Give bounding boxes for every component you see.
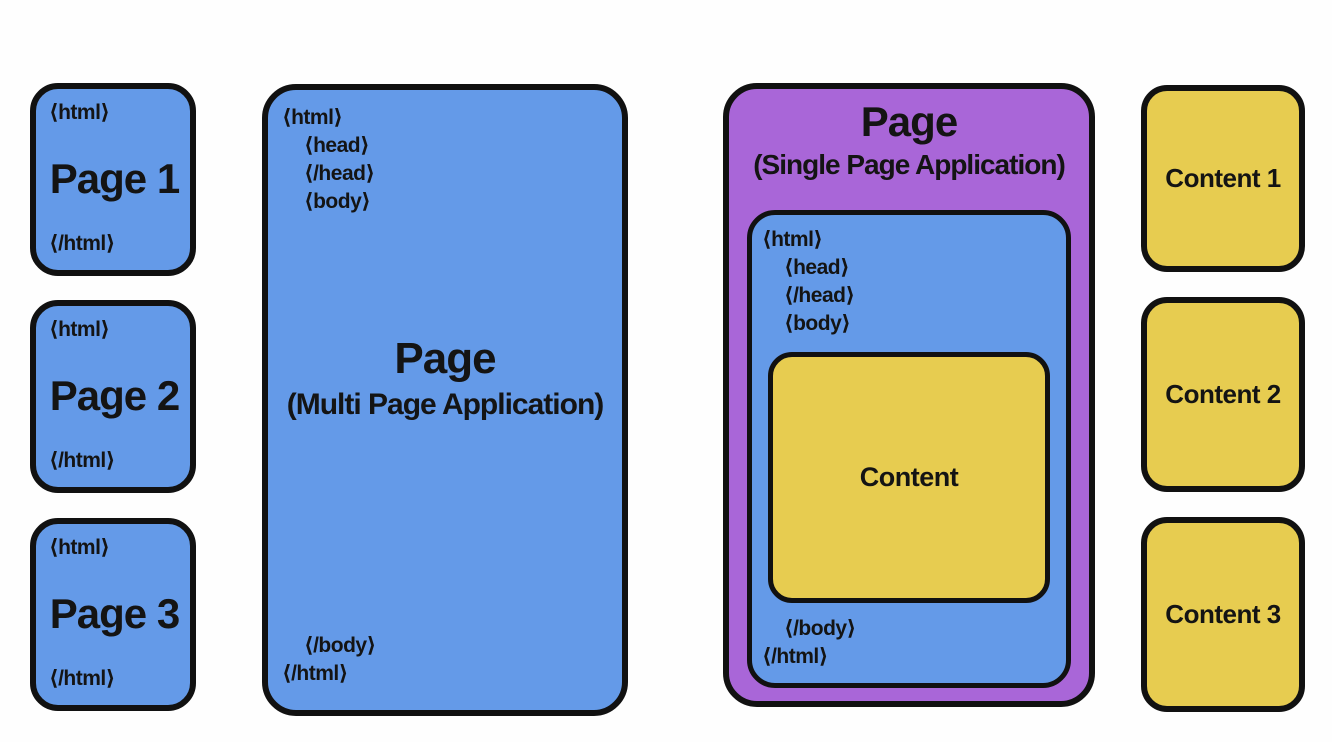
html-open-tag: ⟨html⟩ (49, 318, 110, 341)
html-open-tag: ⟨html⟩ (49, 101, 110, 124)
page-1-label: Page 1 (49, 154, 180, 202)
mpa-subtitle: (Multi Page Application) (286, 388, 605, 421)
spa-content-3-box: Content 3 (1141, 517, 1305, 712)
mpa-page-1-box: ⟨html⟩ Page 1 ⟨/html⟩ (30, 83, 196, 276)
page-2-label: Page 2 (49, 371, 180, 419)
spa-content-1-box: Content 1 (1141, 85, 1305, 272)
html-close-tag: ⟨/html⟩ (762, 645, 828, 668)
spa-opening-tags: ⟨html⟩ ⟨head⟩ ⟨/head⟩ ⟨body⟩ (762, 226, 855, 338)
html-close-tag: ⟨/html⟩ (282, 662, 348, 685)
mpa-page-2-box: ⟨html⟩ Page 2 ⟨/html⟩ (30, 300, 196, 493)
mpa-closing-tags: ⟨/body⟩ ⟨/html⟩ (282, 632, 376, 688)
body-close-tag: ⟨/body⟩ (304, 634, 376, 657)
spa-closing-tags: ⟨/body⟩ ⟨/html⟩ (762, 615, 856, 671)
page-3-label: Page 3 (49, 589, 180, 637)
head-close-tag: ⟨/head⟩ (784, 284, 855, 307)
html-open-tag: ⟨html⟩ (49, 536, 110, 559)
html-close-tag: ⟨/html⟩ (49, 449, 115, 472)
spa-content-box: Content (768, 352, 1050, 603)
mpa-opening-tags: ⟨html⟩ ⟨head⟩ ⟨/head⟩ ⟨body⟩ (282, 104, 375, 216)
body-open-tag: ⟨body⟩ (784, 312, 851, 335)
mpa-title-block: Page (Multi Page Application) (268, 333, 622, 425)
html-close-tag: ⟨/html⟩ (49, 667, 115, 690)
body-open-tag: ⟨body⟩ (304, 190, 371, 213)
html-open-tag: ⟨html⟩ (762, 228, 823, 251)
spa-title: Page (860, 98, 958, 145)
spa-content-2-box: Content 2 (1141, 297, 1305, 492)
spa-structure-box: Page (Single Page Application) ⟨html⟩ ⟨h… (723, 83, 1095, 707)
spa-html-document-box: ⟨html⟩ ⟨head⟩ ⟨/head⟩ ⟨body⟩ Content ⟨/b… (747, 210, 1071, 688)
html-open-tag: ⟨html⟩ (282, 106, 343, 129)
head-open-tag: ⟨head⟩ (784, 256, 850, 279)
mpa-page-3-box: ⟨html⟩ Page 3 ⟨/html⟩ (30, 518, 196, 711)
mpa-structure-box: ⟨html⟩ ⟨head⟩ ⟨/head⟩ ⟨body⟩ Page (Multi… (262, 84, 628, 716)
spa-title-block: Page (Single Page Application) (729, 97, 1089, 183)
mpa-title: Page (394, 334, 496, 383)
head-open-tag: ⟨head⟩ (304, 134, 370, 157)
head-close-tag: ⟨/head⟩ (304, 162, 375, 185)
spa-subtitle: (Single Page Application) (753, 149, 1066, 180)
html-close-tag: ⟨/html⟩ (49, 232, 115, 255)
body-close-tag: ⟨/body⟩ (784, 617, 856, 640)
